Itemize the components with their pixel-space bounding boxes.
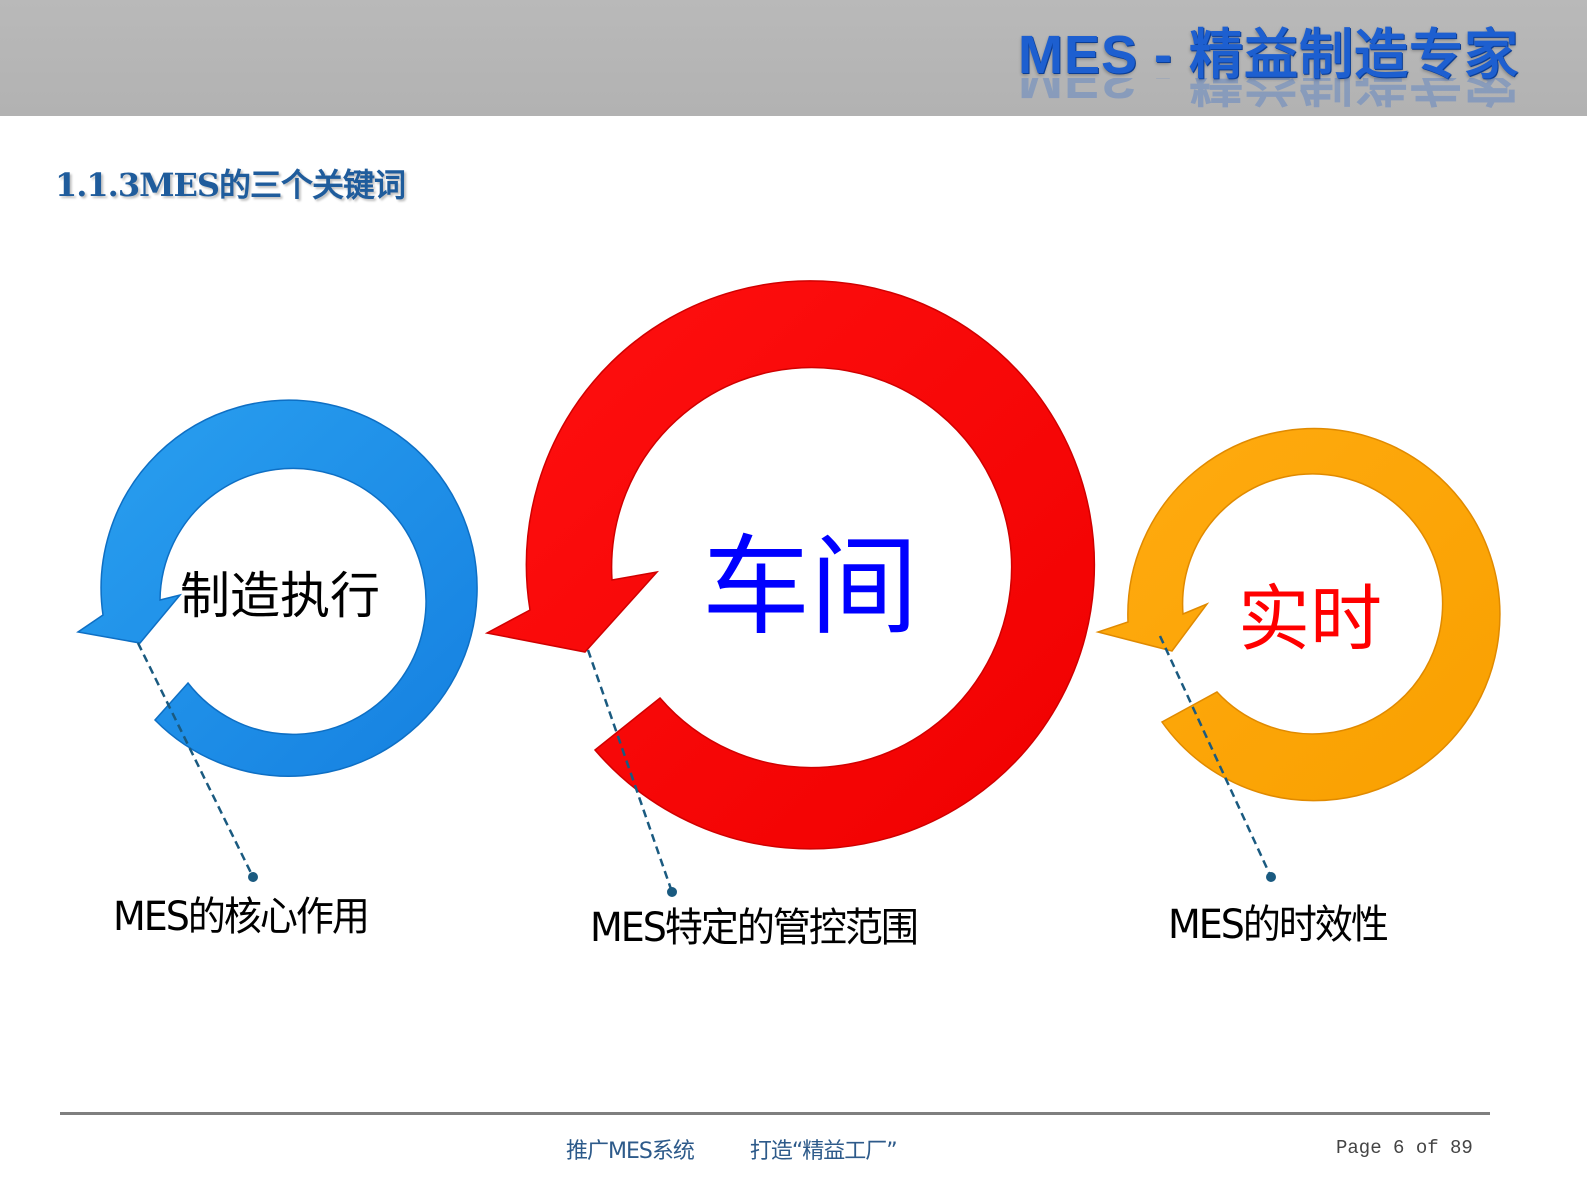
caption-timeliness: MES的时效性 (1168, 901, 1389, 948)
keyword-label-realtime: 实时 (1238, 577, 1383, 661)
keyword-label-manufacturing-execution: 制造执行 (180, 567, 380, 625)
footer-slogan: 推广MES系统 打造“精益工厂” (566, 1133, 898, 1165)
leader-line-3 (1158, 635, 1276, 882)
brand-title: MES - 精益制造专家 (1017, 25, 1519, 85)
section-title: 1.1.3MES的三个关键词 (55, 166, 406, 204)
footer-slogan-part1: 推广MES系统 (566, 1139, 695, 1164)
footer-divider (60, 1112, 1490, 1115)
leader-line-1 (136, 642, 258, 882)
red-circular-arrow-icon (484, 280, 1096, 850)
keyword-label-workshop: 车间 (702, 525, 919, 650)
page-number: Page 6 of 89 (1336, 1137, 1473, 1159)
leader-line-2 (586, 649, 677, 897)
caption-control-scope: MES特定的管控范围 (590, 904, 919, 951)
header-bar: MES - 精益制造专家 MES - 精益制造专家 (0, 0, 1587, 116)
blue-circular-arrow-icon (76, 399, 478, 777)
orange-circular-arrow-icon (1095, 427, 1501, 802)
caption-core-role: MES的核心作用 (113, 893, 370, 940)
footer-slogan-part2: 打造“精益工厂” (749, 1139, 898, 1164)
